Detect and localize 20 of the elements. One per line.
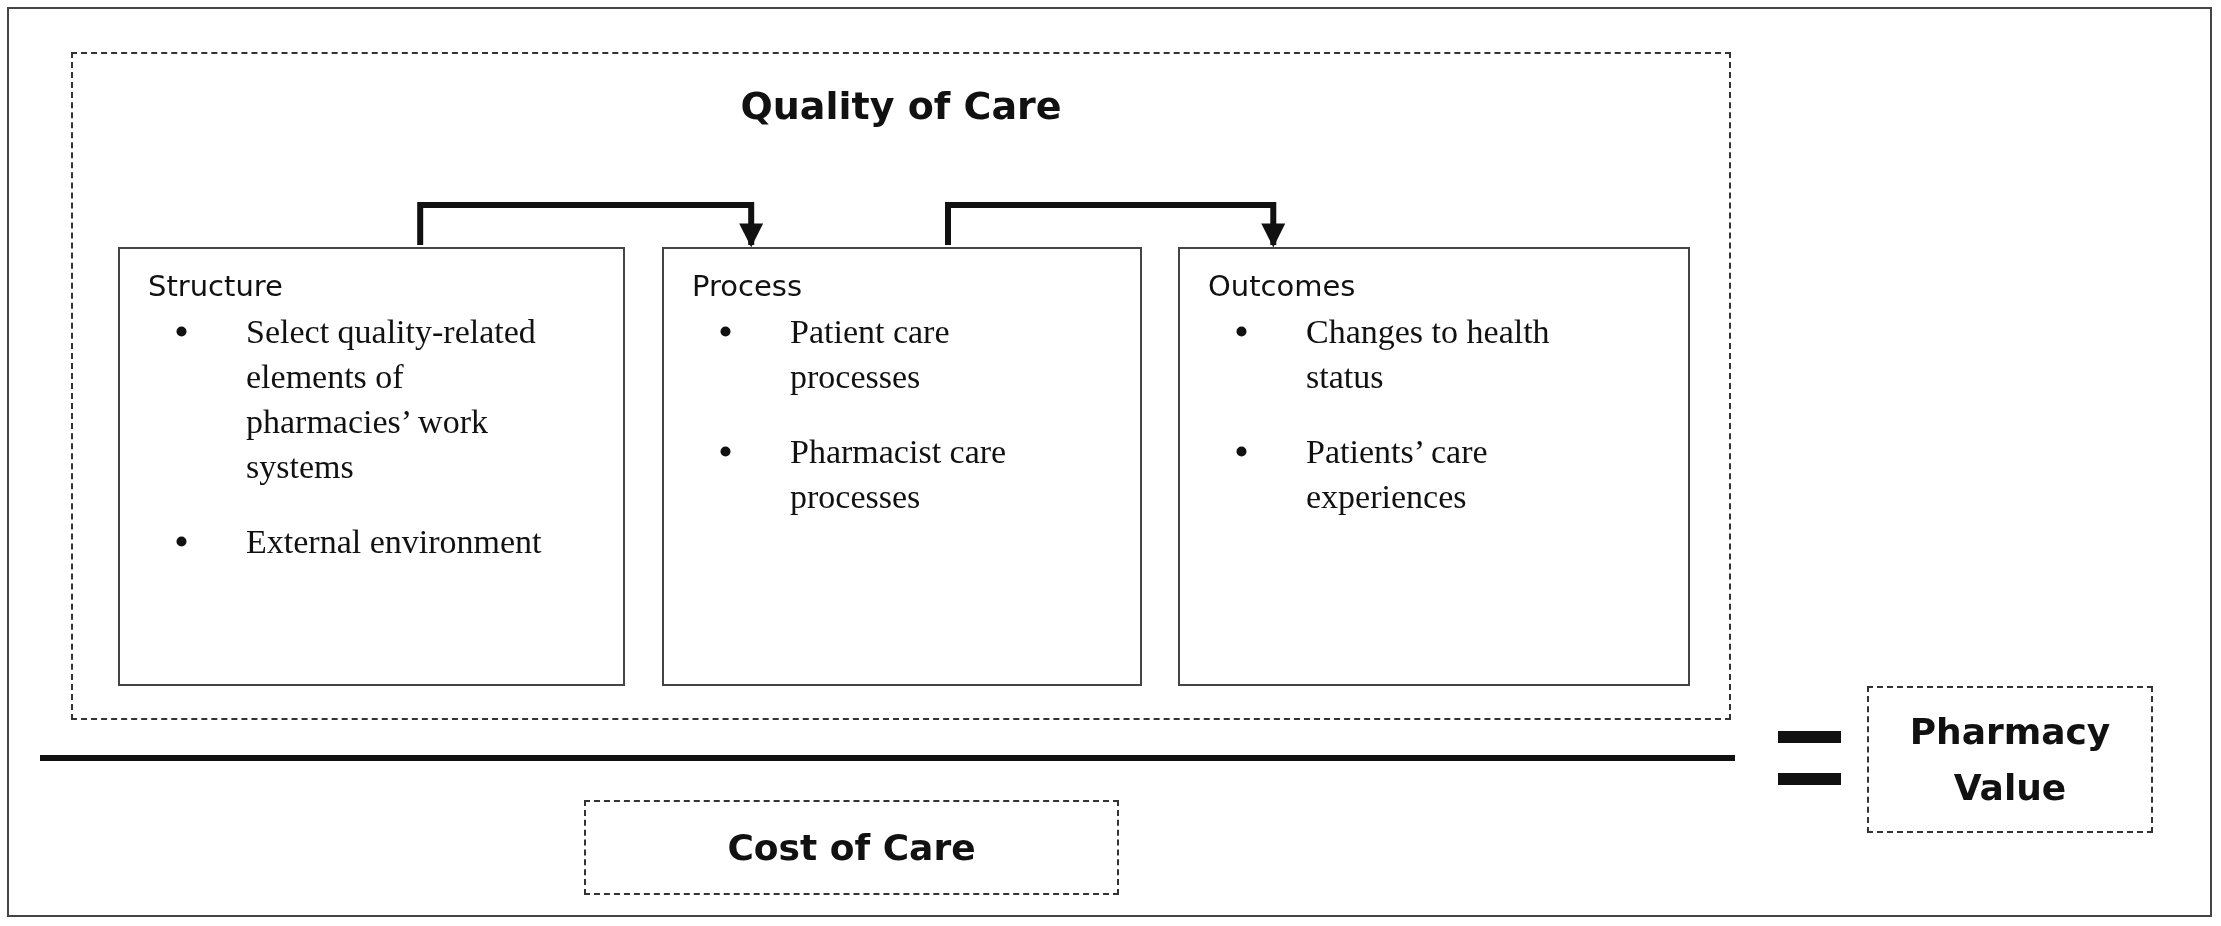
category-box <box>118 247 625 686</box>
term-box <box>584 800 1119 895</box>
category-box <box>662 247 1142 686</box>
bullet-text: Patient care processes <box>790 312 951 397</box>
box-heading: Outcomes <box>1208 269 1357 303</box>
term-label: Pharmacy Value <box>1908 709 2112 810</box>
arrow <box>945 202 1286 248</box>
term-label: Cost of Care <box>727 825 976 870</box>
category-box <box>1178 247 1690 686</box>
bullet-text: Select quality-related elements of pharmacies’ work systems <box>246 312 537 487</box>
bullet-text: Pharmacist care processes <box>790 432 1008 517</box>
arrow <box>417 202 764 248</box>
bullet-text: External environment <box>246 522 543 562</box>
group-box <box>71 52 1731 720</box>
group-title: Quality of Care <box>739 84 1063 128</box>
bullet-text: Changes to health status <box>1306 312 1551 397</box>
term-box <box>1867 686 2153 833</box>
bullet-text: Patients’ care experiences <box>1306 432 1489 517</box>
box-heading: Structure <box>148 269 284 303</box>
box-heading: Process <box>692 269 803 303</box>
